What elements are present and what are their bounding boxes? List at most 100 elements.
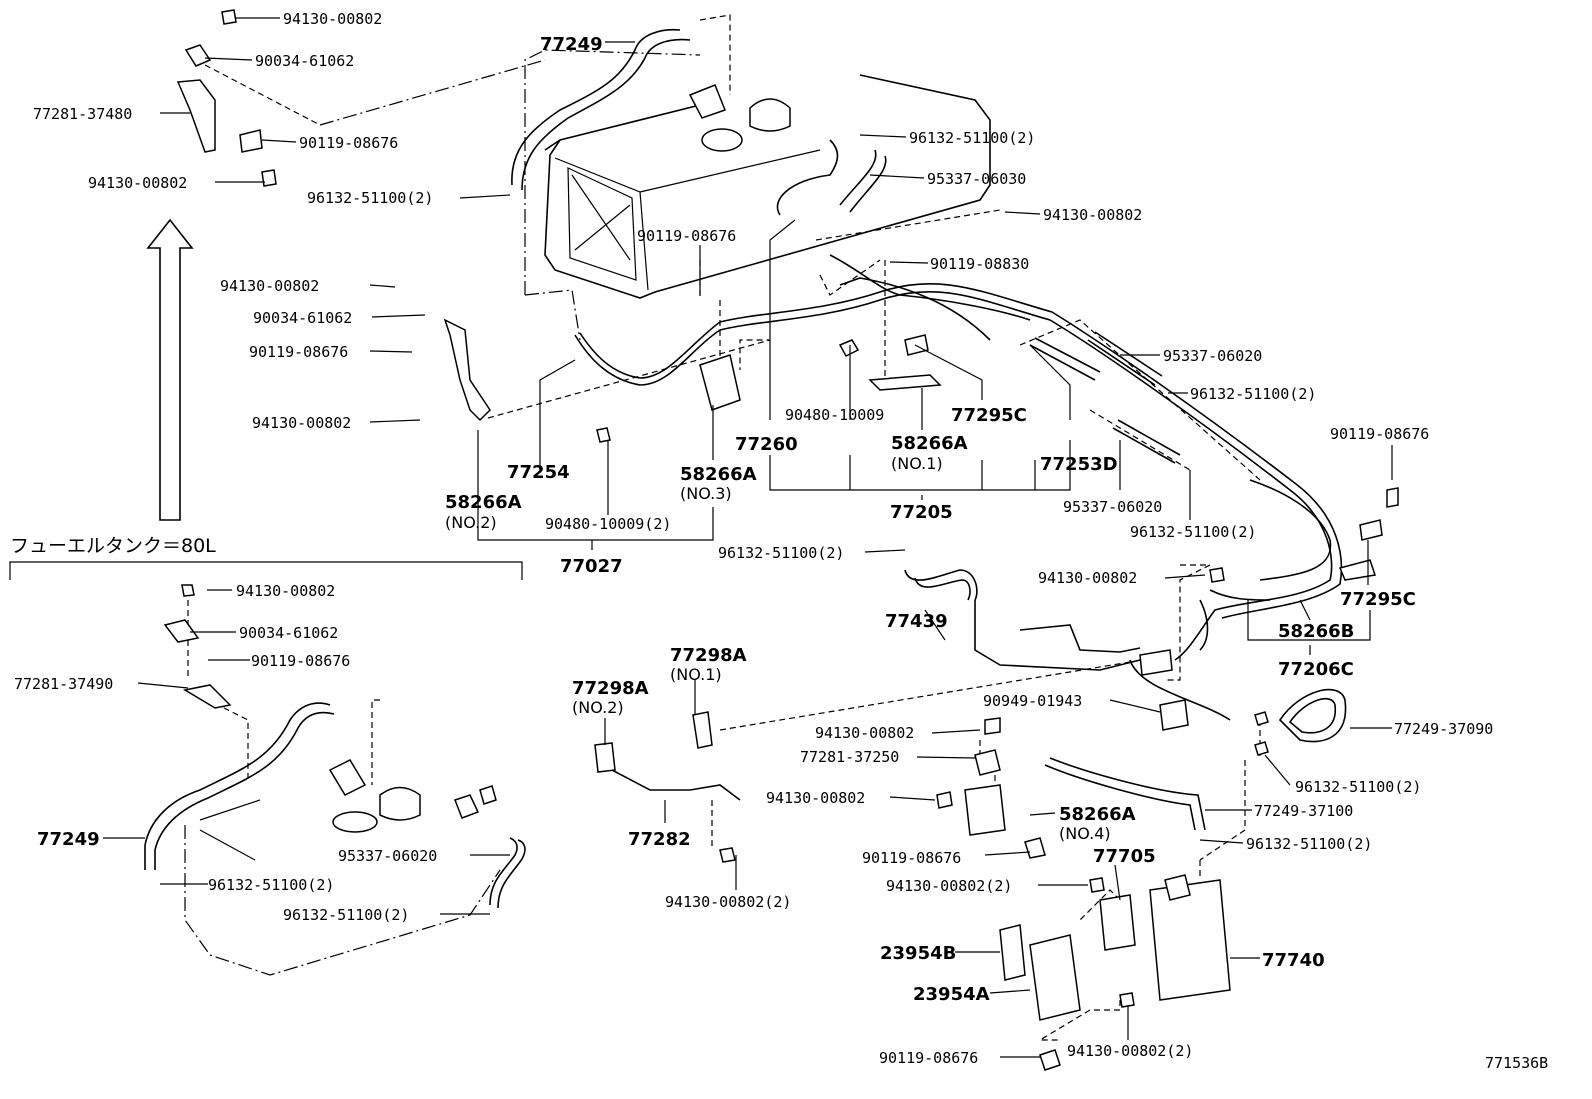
label-23954a: 23954A: [913, 984, 990, 1005]
label-96132-51100-r: 96132-51100(2): [1190, 385, 1316, 403]
bracket-23954b: [999, 924, 1026, 981]
fuel-tank-main: [544, 74, 991, 299]
label-90034-61062-tl: 90034-61062: [255, 52, 354, 70]
label-95337-06020-m: 95337-06020: [1063, 498, 1162, 516]
label-96132-51100-ll1: 96132-51100(2): [208, 876, 334, 894]
label-77281-37490: 77281-37490: [14, 675, 113, 693]
label-77705: 77705: [1093, 846, 1156, 867]
label-23954b: 23954B: [880, 943, 956, 964]
clamp-77298a-no1: [692, 711, 713, 749]
label-77249-ll: 77249: [37, 829, 100, 850]
label-90119-08676-tl: 90119-08676: [299, 134, 398, 152]
label-90119-08676-r: 90119-08676: [1330, 425, 1429, 443]
label-no2-b: (NO.2): [572, 698, 624, 717]
fuel-sender: [749, 98, 791, 132]
label-90480-10009-2: 90480-10009(2): [545, 515, 671, 533]
hose-77439: [904, 569, 978, 601]
label-77206c: 77206C: [1278, 659, 1354, 680]
label-94130-00802-tl: 94130-00802: [283, 10, 382, 28]
label-96132-51100-c: 96132-51100(2): [718, 544, 844, 562]
clamp-77298a-no2: [594, 742, 616, 773]
label-90119-08676-t: 90119-08676: [637, 227, 736, 245]
label-94130-00802-tr: 94130-00802: [1043, 206, 1142, 224]
label-95337-06020-ll: 95337-06020: [338, 847, 437, 865]
label-77281-37250: 77281-37250: [800, 748, 899, 766]
label-77254: 77254: [507, 462, 570, 483]
label-58266a-no4: 58266A: [1059, 804, 1136, 825]
subassembly-title: フューエルタンク＝80L: [10, 535, 216, 557]
label-58266a-no3: 58266A: [680, 464, 757, 485]
filler-neck: [688, 84, 726, 119]
label-96132-51100-rr: 96132-51100(2): [1246, 835, 1372, 853]
label-77281-37480: 77281-37480: [33, 105, 132, 123]
clamp-77295c-right: [1359, 519, 1383, 541]
label-77298a-no1: 77298A: [670, 645, 747, 666]
bracket-77282: [611, 769, 741, 801]
nut-94130-right: [1209, 567, 1225, 583]
breather-hose-2: [839, 149, 877, 206]
label-77439: 77439: [885, 611, 948, 632]
label-90119-08676-l: 90119-08676: [249, 343, 348, 361]
union-fitting: [1139, 649, 1173, 676]
bolt-90119-right: [1386, 487, 1399, 508]
label-94130-00802-mr: 94130-00802: [1038, 569, 1137, 587]
clamp-58266a-no1: [868, 374, 942, 391]
clamp-58266a-no3: [699, 354, 741, 411]
label-77253d: 77253D: [1040, 454, 1118, 475]
label-58266b: 58266B: [1278, 621, 1354, 642]
part-labels: 94130-00802 90034-61062 77281-37480 9011…: [10, 10, 1548, 1072]
tank-filler-cap: [701, 128, 743, 152]
grommet-90480-2: [596, 427, 611, 443]
label-94130-00802-l2: 94130-00802: [252, 414, 351, 432]
label-96132-51100-rl: 96132-51100(2): [1295, 778, 1421, 796]
label-77740: 77740: [1262, 950, 1325, 971]
label-90119-08676-b: 90119-08676: [879, 1049, 978, 1067]
label-77249-37090: 77249-37090: [1394, 720, 1493, 738]
label-no2: (NO.2): [445, 513, 497, 532]
label-94130-00802-2-l: 94130-00802(2): [665, 893, 791, 911]
label-90119-08830: 90119-08830: [930, 255, 1029, 273]
clamp-77295c: [904, 334, 929, 356]
bracket-77705: [1099, 894, 1136, 951]
label-90480-10009: 90480-10009: [785, 406, 884, 424]
label-77298a-no2: 77298A: [572, 678, 649, 699]
label-90119-08676-c: 90119-08676: [862, 849, 961, 867]
label-96132-51100-tl: 96132-51100(2): [307, 189, 433, 207]
label-58266a-no1: 58266A: [891, 433, 968, 454]
grommet-90480: [838, 339, 860, 357]
up-arrow: [146, 218, 194, 521]
label-95337-06020-r: 95337-06020: [1163, 347, 1262, 365]
bracket-assembly-top-left: [176, 9, 277, 187]
label-94130-00802-2-b: 94130-00802(2): [1067, 1042, 1193, 1060]
label-90034-61062-ll: 90034-61062: [239, 624, 338, 642]
label-no3: (NO.3): [680, 484, 732, 503]
label-94130-00802-2-c: 94130-00802(2): [886, 877, 1012, 895]
label-96132-51100-ll2: 96132-51100(2): [283, 906, 409, 924]
charcoal-canister: [1149, 879, 1231, 1001]
fuel-tank-80l: [144, 584, 526, 976]
label-94130-00802-tl2: 94130-00802: [88, 174, 187, 192]
label-96132-51100-t: 96132-51100(2): [909, 129, 1035, 147]
label-95337-06030: 95337-06030: [927, 170, 1026, 188]
label-90119-08676-ll: 90119-08676: [251, 652, 350, 670]
label-77205: 77205: [890, 502, 953, 523]
label-94130-00802-c2: 94130-00802: [766, 789, 865, 807]
label-96132-51100-m: 96132-51100(2): [1130, 523, 1256, 541]
clamp-90949: [1159, 699, 1189, 731]
subassembly-frame: [9, 561, 523, 580]
label-no1-b: (NO.1): [670, 665, 722, 684]
bracket-23954a: [1029, 934, 1081, 1021]
label-no1: (NO.1): [891, 454, 943, 473]
leader-lines: [103, 17, 1393, 1058]
fuel-line-bundle: [574, 254, 1343, 721]
label-90034-61062-l: 90034-61062: [253, 309, 352, 327]
label-77249-top: 77249: [540, 34, 603, 55]
label-58266a-no2: 58266A: [445, 492, 522, 513]
label-94130-00802-l: 94130-00802: [220, 277, 319, 295]
label-77295c-r: 77295C: [1340, 589, 1416, 610]
bracket-tank-left: [443, 318, 491, 422]
filler-hose: [511, 28, 681, 186]
bracket-58266a-no4: [964, 784, 1006, 836]
label-77282: 77282: [628, 829, 691, 850]
